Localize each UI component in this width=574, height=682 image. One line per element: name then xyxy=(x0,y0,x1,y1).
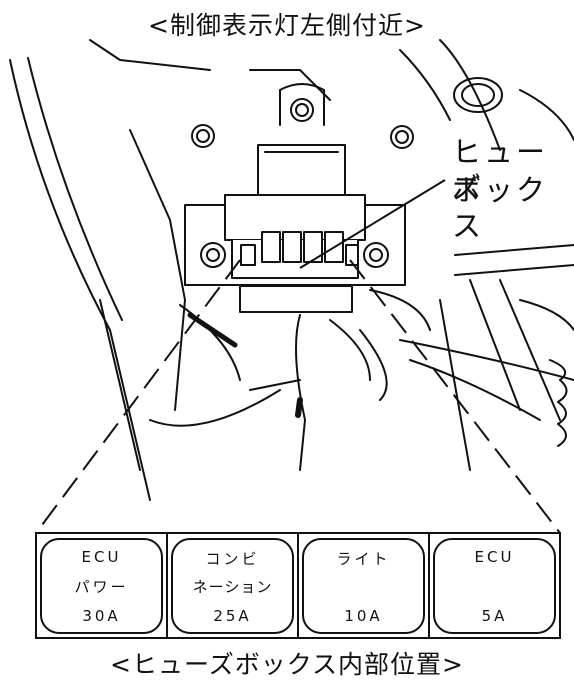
fuse-4-rating: 5A xyxy=(481,607,508,625)
fuse-3-rating: 10A xyxy=(344,607,383,625)
fuse-panel xyxy=(35,532,561,639)
fuse-box-callout-line2: ボックス xyxy=(452,173,549,243)
callout-leader-line xyxy=(299,179,446,269)
fuse-2-name: コンビ xyxy=(205,550,260,568)
fuse-4-name: ECU xyxy=(474,548,515,566)
fuse-2-name-2: ネーション xyxy=(192,578,273,596)
left-cable xyxy=(9,59,151,501)
fuse-box-layout-title: <ヒューズボックス内部位置> xyxy=(110,650,464,679)
zoom-line-left xyxy=(35,259,241,534)
fuse-box-callout-line1: ヒューズ xyxy=(452,135,549,205)
fuse-1-name-2: パワー xyxy=(74,578,129,596)
zoom-line-right xyxy=(349,259,561,534)
fuse-2-rating: 25A xyxy=(213,607,252,625)
location-title: <制御表示灯左側付近> xyxy=(148,11,426,40)
fuse-3-name: ライト xyxy=(336,550,391,568)
fuse-1-rating: 30A xyxy=(82,607,121,625)
fuse-1-name: ECU xyxy=(81,548,122,566)
